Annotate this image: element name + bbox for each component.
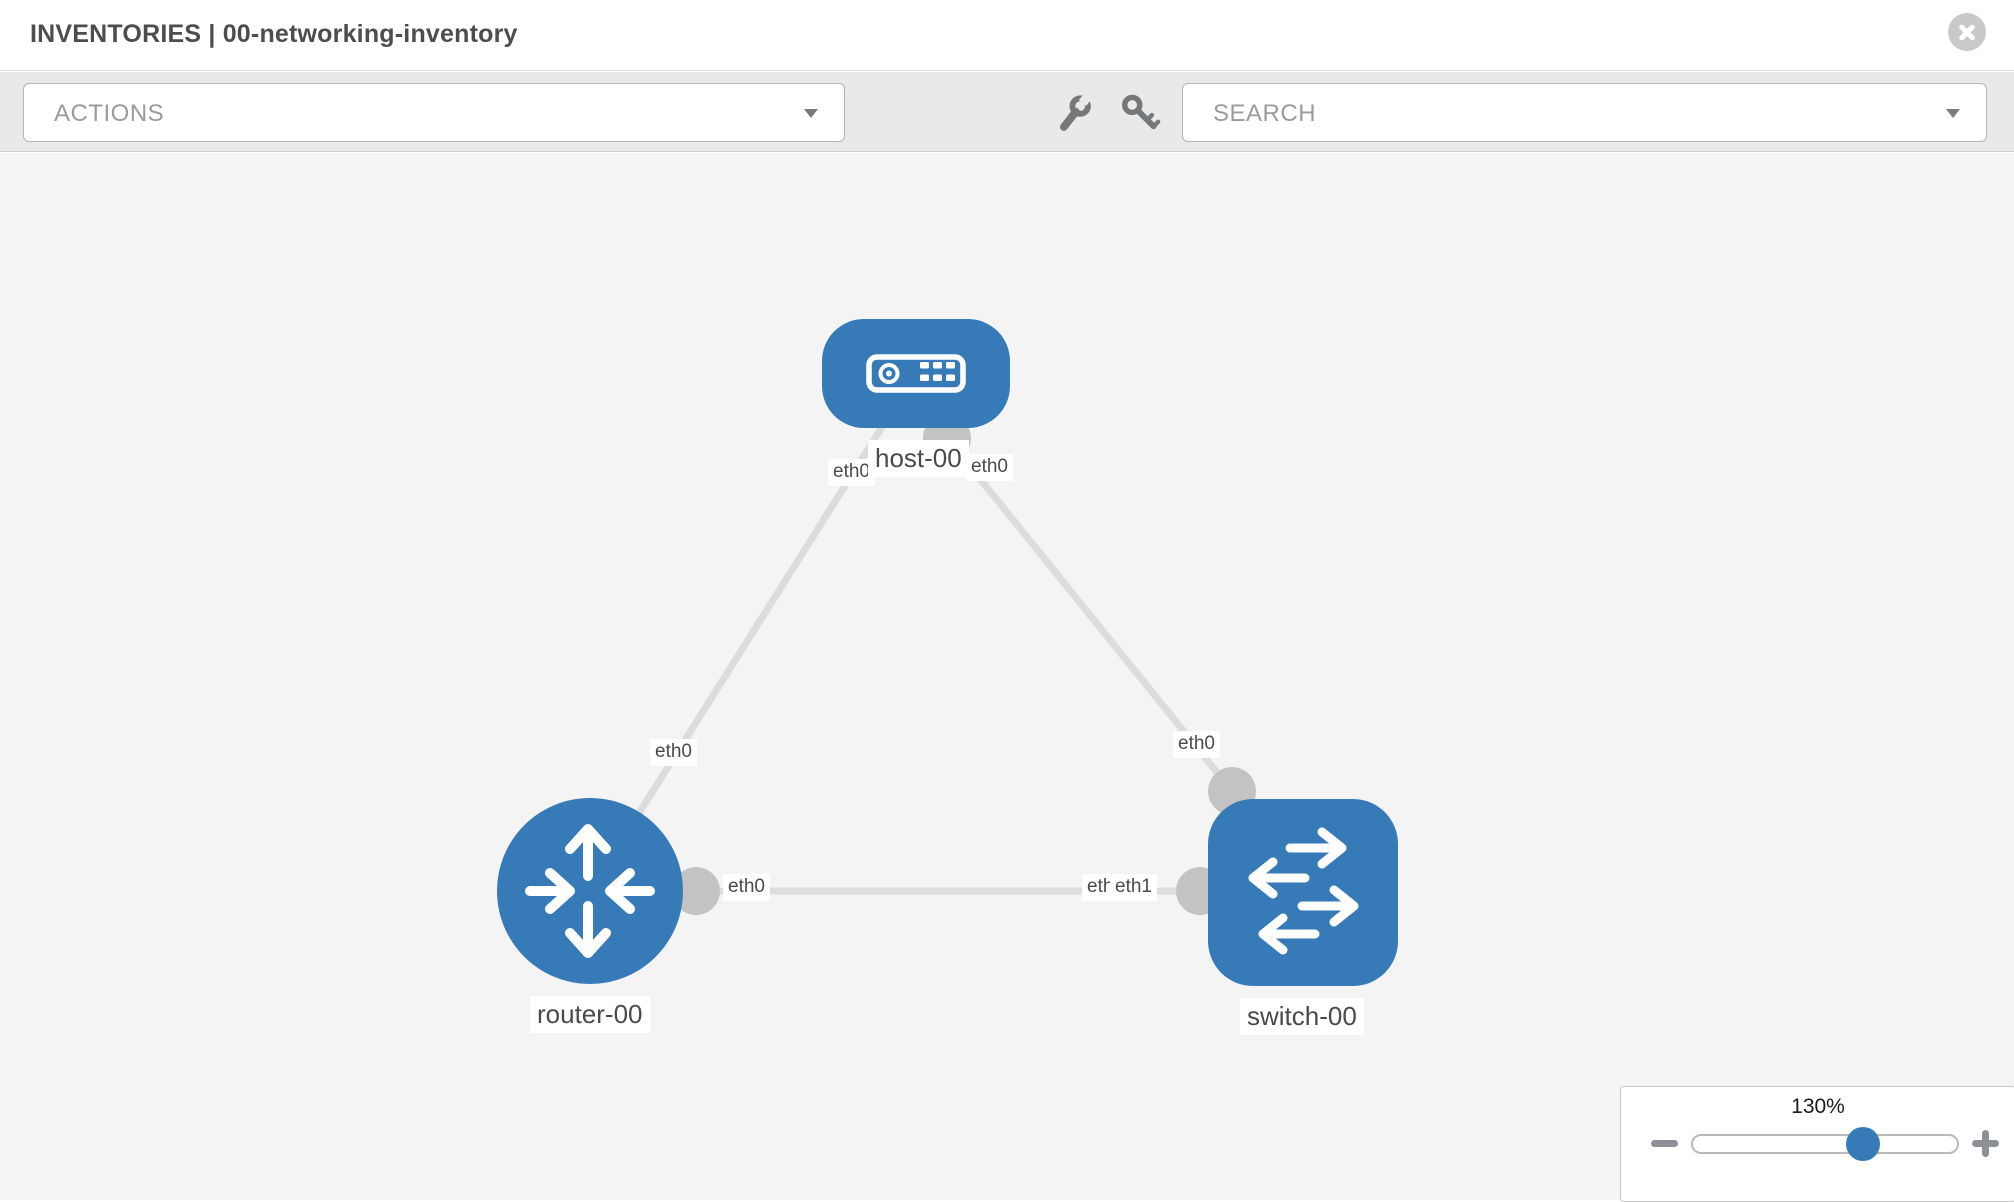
search-dropdown-label: SEARCH (1213, 100, 1317, 127)
interface-label: eth1 (1110, 874, 1157, 901)
topology-canvas: eth0 eth0 eth0 eth0 eth0 eth0 eth1 host-… (0, 153, 2014, 1202)
page-title: INVENTORIES | 00-networking-inventory (30, 20, 518, 48)
router-icon (525, 824, 655, 958)
wrench-button[interactable] (1053, 92, 1097, 136)
switch-icon (1248, 827, 1359, 955)
zoom-out-button[interactable] (1651, 1140, 1678, 1147)
interface-label: eth0 (650, 739, 697, 766)
interface-label: eth0 (828, 459, 875, 486)
interface-label: eth0 (966, 454, 1013, 481)
interface-endpoints (672, 414, 1256, 915)
wrench-icon (1059, 92, 1093, 131)
zoom-control-panel: 130% (1620, 1086, 2014, 1202)
chevron-down-icon (804, 109, 818, 118)
search-dropdown[interactable]: SEARCH (1182, 83, 1987, 142)
zoom-slider-track[interactable] (1691, 1134, 1959, 1154)
node-switch-00[interactable] (1208, 799, 1398, 986)
interface-label: eth0 (723, 874, 770, 901)
key-icon (1122, 94, 1161, 130)
zoom-percent-value: 130% (1791, 1095, 1845, 1118)
close-button[interactable] (1948, 13, 1986, 51)
zoom-slider-handle[interactable] (1846, 1127, 1880, 1161)
node-router-00[interactable] (497, 798, 683, 984)
header-bar: INVENTORIES | 00-networking-inventory (0, 0, 2014, 71)
host-icon (866, 354, 966, 393)
zoom-in-button[interactable] (1972, 1130, 1999, 1157)
interface-label: eth0 (1173, 731, 1220, 758)
chevron-down-icon (1946, 109, 1960, 118)
topology-svg (497, 319, 1398, 986)
actions-dropdown-label: ACTIONS (54, 100, 165, 127)
endpoint-circle (672, 867, 720, 915)
toolbar: ACTIONS SEARCH (0, 72, 2014, 152)
key-button[interactable] (1118, 92, 1162, 136)
node-label-switch-00: switch-00 (1240, 998, 1364, 1036)
node-label-host-00: host-00 (868, 440, 969, 478)
node-label-router-00: router-00 (530, 996, 650, 1034)
actions-dropdown[interactable]: ACTIONS (23, 83, 845, 142)
node-host-00[interactable] (822, 319, 1010, 428)
